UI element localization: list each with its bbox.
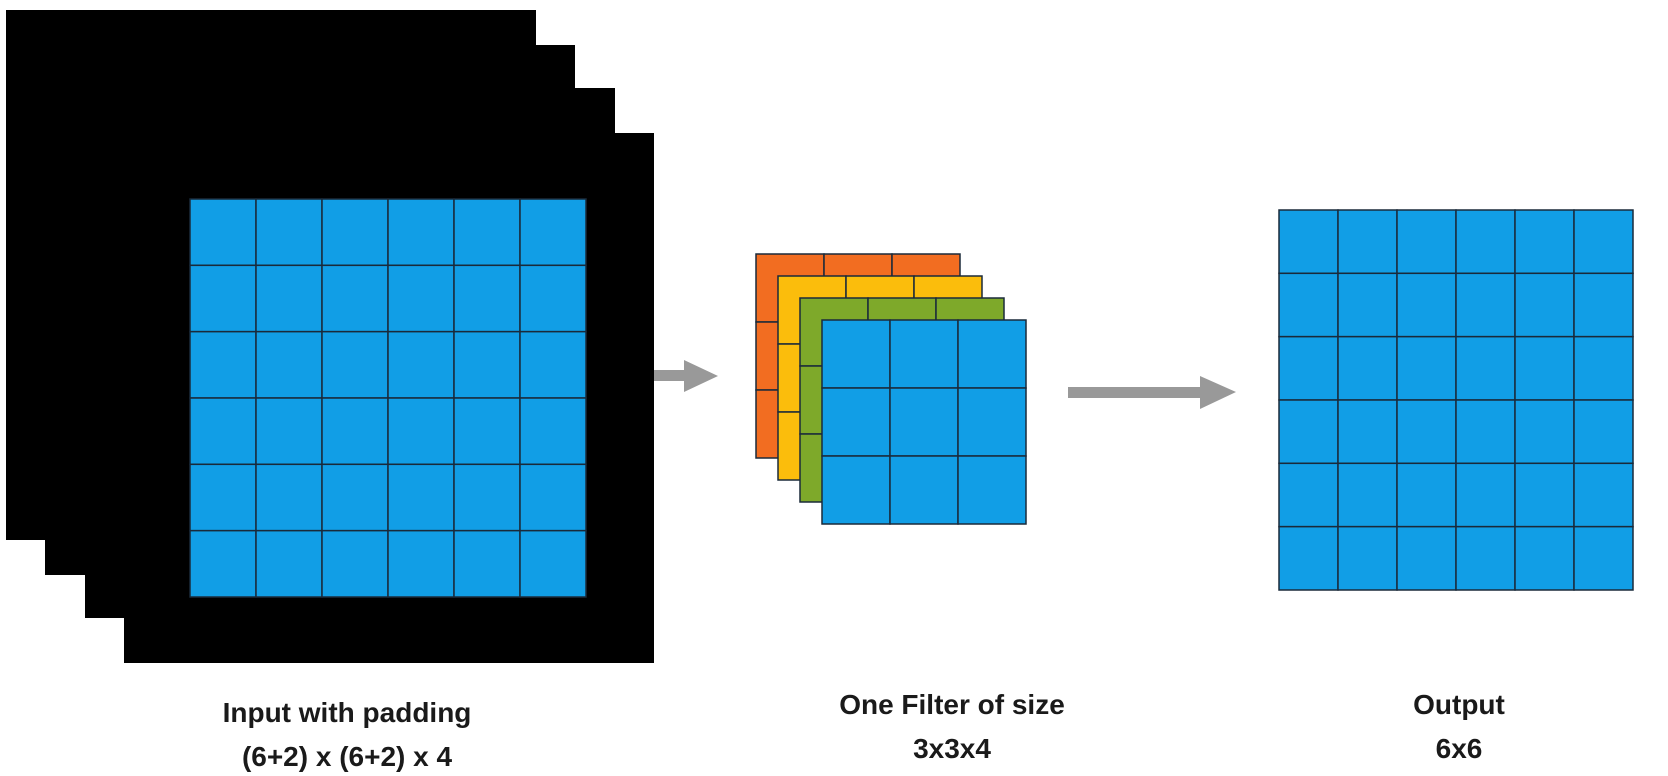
filter-channel-4-cell bbox=[821, 455, 891, 525]
input-cell bbox=[453, 264, 521, 333]
output-cell bbox=[1514, 209, 1575, 275]
filter-channel-4-cell bbox=[889, 455, 959, 525]
output-cell bbox=[1337, 272, 1398, 338]
output-cell bbox=[1573, 335, 1634, 401]
input-label-dimensions: (6+2) x (6+2) x 4 bbox=[242, 741, 453, 772]
input-cell bbox=[255, 397, 323, 466]
output-cell bbox=[1337, 209, 1398, 275]
input-cell bbox=[453, 463, 521, 532]
input-cell bbox=[519, 198, 587, 267]
input-volume bbox=[6, 10, 654, 663]
input-cell bbox=[189, 330, 257, 399]
input-cell bbox=[255, 198, 323, 267]
input-cell bbox=[189, 198, 257, 267]
input-cell bbox=[255, 463, 323, 532]
input-cell bbox=[519, 529, 587, 598]
input-cell bbox=[255, 529, 323, 598]
input-cell bbox=[453, 330, 521, 399]
input-cell bbox=[453, 198, 521, 267]
output-cell bbox=[1573, 525, 1634, 591]
output-cell bbox=[1455, 335, 1516, 401]
output-cell bbox=[1337, 399, 1398, 465]
output-cell bbox=[1455, 525, 1516, 591]
output-cell bbox=[1514, 525, 1575, 591]
input-cell bbox=[189, 264, 257, 333]
input-cell bbox=[519, 397, 587, 466]
input-grid bbox=[189, 198, 587, 598]
output-cell bbox=[1278, 209, 1339, 275]
input-label-title: Input with padding bbox=[223, 697, 472, 728]
input-cell bbox=[453, 397, 521, 466]
output-cell bbox=[1396, 525, 1457, 591]
output-cell bbox=[1278, 399, 1339, 465]
input-cell bbox=[321, 463, 389, 532]
input-cell bbox=[321, 330, 389, 399]
filter-channel-4 bbox=[821, 319, 1027, 525]
output-cell bbox=[1455, 272, 1516, 338]
output-cell bbox=[1337, 525, 1398, 591]
filter-channel-4-cell bbox=[957, 319, 1027, 389]
output-cell bbox=[1337, 335, 1398, 401]
input-cell bbox=[519, 330, 587, 399]
output-cell bbox=[1278, 335, 1339, 401]
input-cell bbox=[189, 463, 257, 532]
input-cell bbox=[321, 264, 389, 333]
filter-channel-4-cell bbox=[889, 387, 959, 457]
output-cell bbox=[1278, 525, 1339, 591]
filter-channel-4-cell bbox=[889, 319, 959, 389]
input-cell bbox=[387, 529, 455, 598]
input-cell bbox=[255, 264, 323, 333]
output-cell bbox=[1514, 335, 1575, 401]
filter-channel-4-cell bbox=[957, 455, 1027, 525]
filter-label-dimensions: 3x3x4 bbox=[913, 733, 991, 764]
output-cell bbox=[1455, 462, 1516, 528]
input-cell bbox=[189, 397, 257, 466]
arrow-input-to-filter bbox=[654, 360, 718, 392]
output-cell bbox=[1514, 399, 1575, 465]
input-cell bbox=[321, 397, 389, 466]
output-cell bbox=[1278, 462, 1339, 528]
input-cell bbox=[519, 463, 587, 532]
output-cell bbox=[1337, 462, 1398, 528]
output-cell bbox=[1396, 209, 1457, 275]
input-cell bbox=[453, 529, 521, 598]
filter-channel-4-cell bbox=[821, 387, 891, 457]
filter-channel-4-cell bbox=[957, 387, 1027, 457]
output-label-title: Output bbox=[1413, 689, 1505, 720]
output-cell bbox=[1396, 399, 1457, 465]
output-cell bbox=[1396, 335, 1457, 401]
input-cell bbox=[387, 397, 455, 466]
input-cell bbox=[519, 264, 587, 333]
filter-stack bbox=[755, 253, 1027, 525]
input-cell bbox=[387, 198, 455, 267]
input-cell bbox=[387, 330, 455, 399]
output-cell bbox=[1455, 399, 1516, 465]
output-cell bbox=[1455, 209, 1516, 275]
output-label-dimensions: 6x6 bbox=[1436, 733, 1483, 764]
output-cell bbox=[1514, 272, 1575, 338]
input-cell bbox=[321, 529, 389, 598]
filter-label-title: One Filter of size bbox=[839, 689, 1065, 720]
input-cell bbox=[255, 330, 323, 399]
arrow-filter-to-output bbox=[1068, 376, 1236, 409]
input-cell bbox=[387, 463, 455, 532]
output-cell bbox=[1573, 462, 1634, 528]
filter-channel-4-cell bbox=[821, 319, 891, 389]
input-cell bbox=[321, 198, 389, 267]
output-cell bbox=[1514, 462, 1575, 528]
input-cell bbox=[189, 529, 257, 598]
output-cell bbox=[1396, 462, 1457, 528]
output-cell bbox=[1396, 272, 1457, 338]
output-cell bbox=[1573, 209, 1634, 275]
output-cell bbox=[1573, 272, 1634, 338]
output-cell bbox=[1278, 272, 1339, 338]
input-cell bbox=[387, 264, 455, 333]
output-cell bbox=[1573, 399, 1634, 465]
output-grid bbox=[1278, 209, 1634, 591]
